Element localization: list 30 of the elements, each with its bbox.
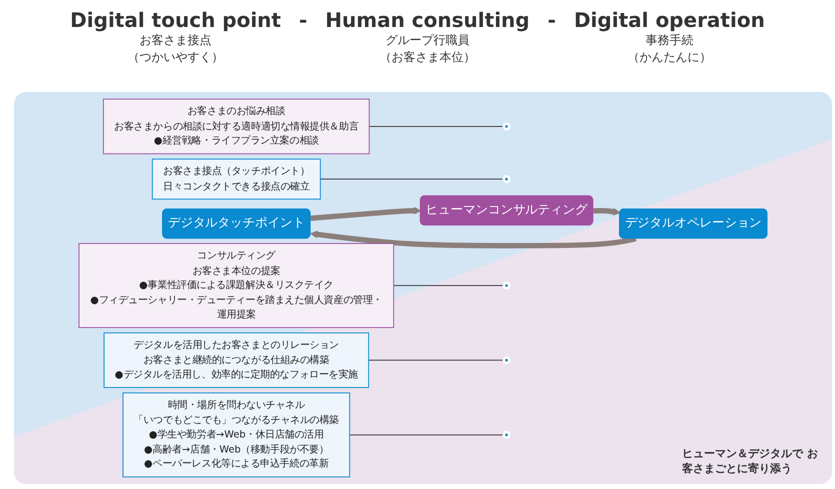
column-subtitle: （かんたんに） <box>626 49 712 66</box>
separator-dash: - <box>548 8 556 32</box>
node-circle <box>502 282 511 290</box>
column-subtitle: グループ行職員 <box>384 32 470 49</box>
node-circle <box>502 430 511 439</box>
node-box: お客さまのお悩み相談 お客さまからの相談に対する適時適切な情報提供＆助言 ●経営戦略・ライフプラン立案の相談 <box>103 98 370 154</box>
center-note: ヒューマン＆デジタルで お客さまごとに寄り添う <box>682 446 819 476</box>
connector <box>393 285 504 286</box>
column-subtitle: （お客さま本位） <box>378 49 476 66</box>
arrow <box>310 230 636 248</box>
column-heading: Digital touch point <box>70 8 281 32</box>
connector <box>368 360 504 361</box>
node-box: 時間・場所を問わないチャネル 「いつでもどこでも」つながるチャネルの構築 ●学生や勤労者→Web・休日店舗の活用 ●高齢者→店舗・Web（移動手段が不要） ●ペーパーレス化等による申込手続の革新 <box>122 392 350 478</box>
node-circle <box>502 122 511 130</box>
node-circle <box>502 175 511 184</box>
column-subtitle: 事務手続 <box>644 32 694 49</box>
connector <box>320 178 504 180</box>
separator-dash: - <box>298 8 308 32</box>
column-subtitle: （つかいやすく） <box>126 49 225 66</box>
column-heading: Digital operation <box>574 8 765 32</box>
arrow <box>592 208 620 216</box>
connector <box>368 126 504 127</box>
connector <box>349 434 504 436</box>
node-box: コンサルティング お客さま本位の提案 ●事業性評価による課題解決＆リスクテイク ●フィデューシャリー・デューティーを踏まえた個人資産の管理・運用提案 <box>78 243 394 328</box>
node-box: お客さま接点（タッチポイント） 日々コンタクトできる接点の確立 <box>152 158 321 200</box>
column-heading: Human consulting <box>325 8 530 32</box>
column-subtitle: お客さま接点 <box>138 32 213 49</box>
node-box: デジタルを活用したお客さまとのリレーション お客さまと継続的につながる仕組みの構築 ●デジタルを活用し、効率的に定期的なフォローを実施 <box>104 332 370 388</box>
arrow <box>310 206 422 221</box>
node-circle <box>502 356 511 364</box>
